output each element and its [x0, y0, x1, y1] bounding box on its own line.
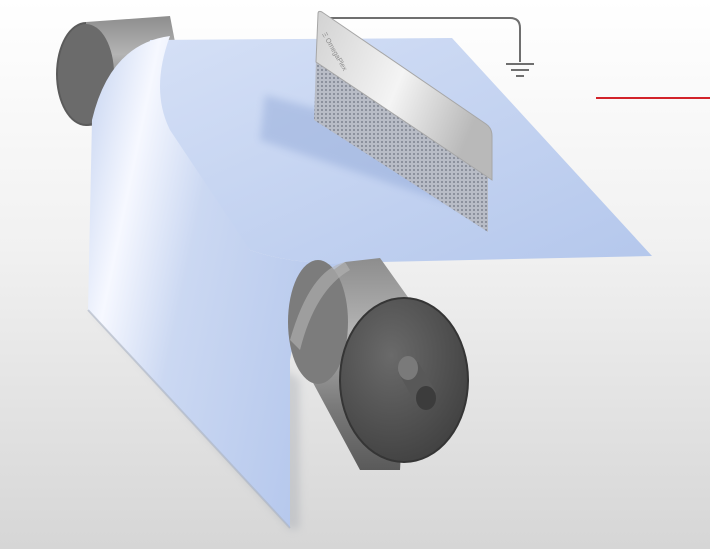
static-brush: Ξ OmegaPlex: [314, 10, 493, 232]
brush-body: [315, 10, 493, 181]
brush-bristles: [314, 60, 488, 232]
ground-symbol-icon: [506, 63, 534, 77]
film-web-curve: [88, 36, 380, 528]
ground-wire: [326, 17, 521, 62]
roller-shaft: [398, 356, 436, 410]
front-roller: [288, 258, 469, 470]
